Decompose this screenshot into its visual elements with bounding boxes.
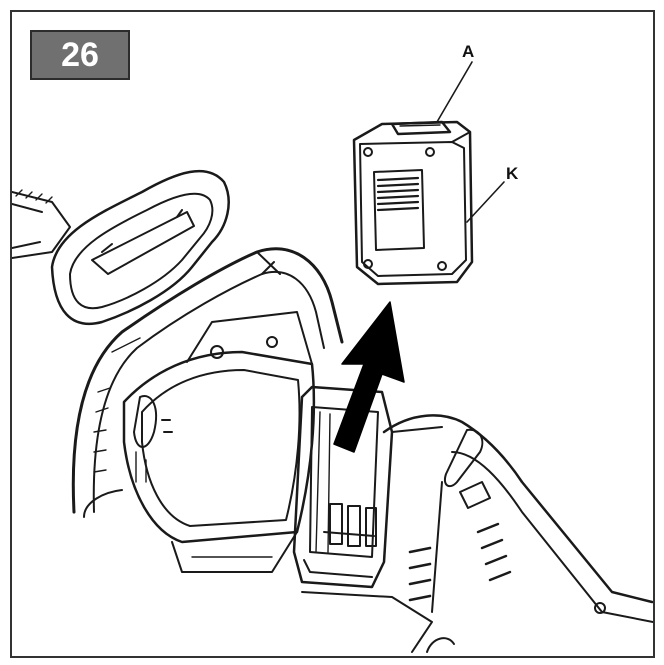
callout-k: K <box>506 164 519 183</box>
chainsaw-illustration <box>12 61 653 653</box>
up-arrow-icon <box>333 301 405 453</box>
top-handle <box>71 247 344 518</box>
step-number-badge: 26 <box>30 30 130 80</box>
battery-release-button <box>390 120 452 136</box>
callout-a: A <box>462 42 475 61</box>
battery-pack <box>352 120 474 286</box>
front-hand-guard <box>50 169 230 326</box>
motor-housing <box>122 311 316 573</box>
rear-handle <box>301 414 653 653</box>
battery-compartment <box>292 385 394 589</box>
figure-frame: 26 <box>10 10 655 658</box>
leader-line-k <box>466 181 505 223</box>
leader-line-a <box>436 61 473 123</box>
chain-bar <box>12 189 71 259</box>
